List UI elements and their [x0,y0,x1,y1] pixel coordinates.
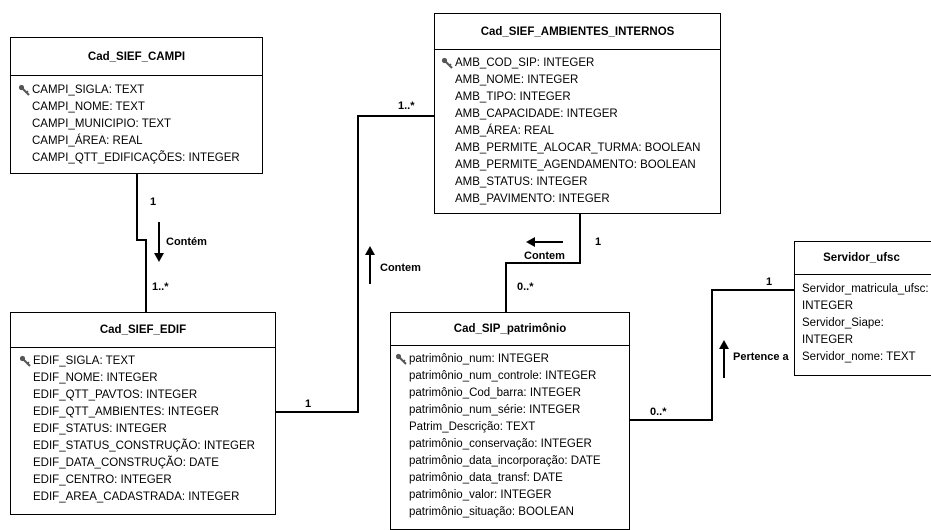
entity-title: Cad_SIEF_EDIF [11,313,275,348]
line-patrimonio-servidor [630,289,794,421]
entity-servidor[interactable]: Servidor_ufsc Servidor_matricula_ufsc: I… [794,241,931,376]
attribute-pk: patrimônio_num: INTEGER [395,351,629,368]
attribute: patrimônio_num_série: INTEGER [409,404,581,416]
arrow-up-icon [365,246,375,284]
attribute: INTEGER [802,300,854,312]
attribute: CAMPI_MUNICIPIO: TEXT [32,118,172,130]
attribute: EDIF_NOME: INTEGER [33,372,158,384]
attribute: EDIF_AREA_CADASTRADA: INTEGER [33,491,240,503]
attribute: patrimônio_conservação: INTEGER [409,438,592,450]
attribute: AMB_TIPO: INTEGER [455,91,571,103]
attribute: Patrim_Descrição: TEXT [409,421,536,433]
entity-campi[interactable]: Cad_SIEF_CAMPI CAMPI_SIGLA: TEXT CAMPI_N… [10,37,263,174]
card-patrimonio-many: 0..* [517,281,534,293]
attribute: patrimônio_data_incorporação: DATE [409,455,601,467]
card-ambientes-many: 1..* [398,100,415,112]
line-campi-edif [136,174,147,312]
attribute: AMB_PAVIMENTO: INTEGER [455,193,610,205]
key-icon [395,353,407,365]
attribute-pk: AMB_COD_SIP: INTEGER [441,55,720,72]
attribute: AMB_NOME: INTEGER [455,74,579,86]
attribute: EDIF_DATA_CONSTRUÇÃO: DATE [33,457,219,469]
rel-label-pertence: Pertence a [733,351,789,363]
card-servidor-1: 1 [766,276,773,288]
attribute: patrimônio_valor: INTEGER [409,489,552,501]
attribute: EDIF_STATUS_CONSTRUÇÃO: INTEGER [33,440,255,452]
entity-title: Servidor_ufsc [795,242,931,275]
arrow-up-icon [719,340,729,378]
arrow-left-icon [526,237,563,247]
attribute: AMB_ÁREA: REAL [455,125,555,137]
entity-ambientes[interactable]: Cad_SIEF_AMBIENTES_INTERNOS AMB_COD_SIP:… [434,13,721,214]
attribute: AMB_STATUS: INTEGER [455,176,588,188]
attribute-pk: EDIF_SIGLA: TEXT [19,353,275,370]
key-icon [19,355,31,367]
card-edif-1: 1 [305,398,312,410]
card-ambientes-1: 1 [595,236,602,248]
attribute-pk: CAMPI_SIGLA: TEXT [18,82,262,99]
entity-title: Cad_SIEF_AMBIENTES_INTERNOS [435,14,720,50]
arrow-down-icon [154,222,164,262]
attribute: patrimônio_situação: BOOLEAN [409,506,574,518]
attribute: CAMPI_ÁREA: REAL [32,135,143,147]
attribute: EDIF_QTT_AMBIENTES: INTEGER [33,406,219,418]
attribute: AMB_CAPACIDADE: INTEGER [455,108,618,120]
attribute: INTEGER [802,334,854,346]
attribute: EDIF_CENTRO: INTEGER [33,474,172,486]
attribute: AMB_PERMITE_ALOCAR_TURMA: BOOLEAN [455,142,701,154]
attribute: Servidor_Siape: [802,317,884,329]
attribute: EDIF_STATUS: INTEGER [33,423,167,435]
key-icon [441,57,453,69]
attribute: Servidor_matricula_ufsc: [802,283,929,295]
card-patrimonio-many-2: 0..* [650,406,667,418]
entity-title: Cad_SIEF_CAMPI [11,38,262,76]
attribute: EDIF_QTT_PAVTOS: INTEGER [33,389,198,401]
rel-label-contem-campi: Contém [166,236,207,248]
attribute: patrimônio_data_transf: DATE [409,472,563,484]
attribute: CAMPI_QTT_EDIFICAÇÕES: INTEGER [32,152,240,164]
card-campi-1: 1 [150,196,157,208]
attribute: patrimônio_num_controle: INTEGER [409,370,597,382]
key-icon [18,84,30,96]
attribute: patrimônio_Cod_barra: INTEGER [409,387,581,399]
card-edif-many: 1..* [152,281,169,293]
attribute: CAMPI_NOME: TEXT [32,101,145,113]
entity-title: Cad_SIP_patrimônio [391,313,629,346]
attribute: AMB_PERMITE_AGENDAMENTO: BOOLEAN [455,159,696,171]
line-edif-ambientes [276,115,434,413]
line-ambientes-patrimonio [505,214,581,312]
entity-patrimonio[interactable]: Cad_SIP_patrimônio patrimônio_num: INTEG… [390,312,630,530]
rel-label-contem-amb: Contem [524,250,565,262]
entity-edif[interactable]: Cad_SIEF_EDIF EDIF_SIGLA: TEXT EDIF_NOME… [10,312,276,515]
attribute: Servidor_nome: TEXT [802,351,916,363]
rel-label-contem-edif: Contem [380,262,421,274]
